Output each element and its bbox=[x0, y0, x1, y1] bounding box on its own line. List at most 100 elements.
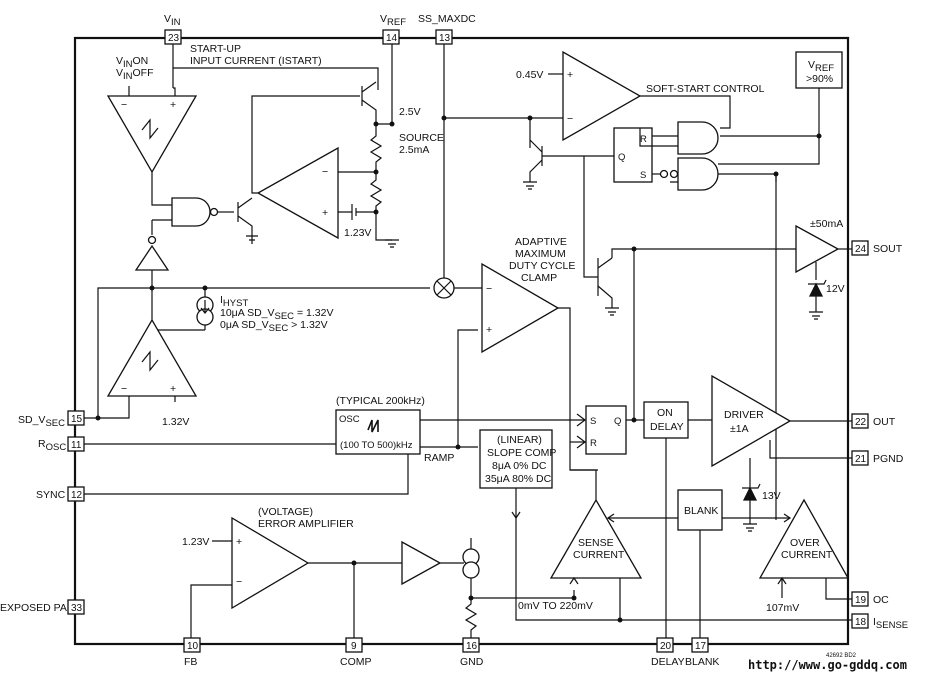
pin-vin: VIN 23 bbox=[164, 13, 182, 45]
startup-nand-gate bbox=[171, 197, 219, 227]
startup-label: START-UP INPUT CURRENT (ISTART) bbox=[190, 43, 322, 67]
pin-oc: 19 OC bbox=[851, 591, 889, 607]
svg-text:−: − bbox=[236, 576, 242, 588]
startup-switch-transistor bbox=[237, 197, 258, 244]
svg-text:Q: Q bbox=[614, 416, 621, 427]
ref-123v-label: 1.23V bbox=[344, 227, 371, 239]
multiplier-node bbox=[433, 277, 455, 299]
pin-delay: 20 DELAY bbox=[651, 637, 685, 668]
svg-text:15: 15 bbox=[71, 414, 83, 425]
uvlo-buffer bbox=[134, 244, 170, 271]
pin-sd-vsec: SD_VSEC 15 bbox=[18, 410, 85, 429]
svg-text:23: 23 bbox=[168, 33, 180, 44]
shutdown-comparator: − + bbox=[106, 318, 198, 397]
svg-text:R: R bbox=[590, 438, 597, 449]
pin-gnd: 16 GND bbox=[460, 637, 484, 668]
chip-outline bbox=[73, 36, 850, 646]
svg-text:CURRENT: CURRENT bbox=[573, 549, 625, 561]
svg-text:ADAPTIVE: ADAPTIVE bbox=[515, 236, 567, 248]
pin-blank: 17 BLANK bbox=[685, 637, 719, 668]
sout-buffer bbox=[795, 224, 840, 274]
maxdc-transistor bbox=[583, 178, 634, 316]
svg-text:2.5mA: 2.5mA bbox=[399, 144, 429, 156]
svg-text:11: 11 bbox=[71, 440, 82, 451]
vin-on-off-label: VINON VINOFF bbox=[116, 55, 154, 82]
pin-rosc: ROSC 11 bbox=[38, 436, 85, 453]
svg-text:INPUT CURRENT (ISTART): INPUT CURRENT (ISTART) bbox=[190, 55, 322, 67]
svg-text:Q: Q bbox=[618, 152, 625, 163]
svg-text:SENSE: SENSE bbox=[578, 537, 614, 549]
svg-text:−: − bbox=[567, 113, 573, 125]
sense-range-label: 0mV TO 220mV bbox=[518, 600, 593, 612]
adaptive-clamp-amp: − + bbox=[481, 262, 560, 354]
softstart-comparator: + − bbox=[562, 50, 642, 142]
ss-045v-label: 0.45V bbox=[516, 69, 543, 81]
svg-text:−: − bbox=[322, 166, 328, 178]
svg-text:35μA 80% DC: 35μA 80% DC bbox=[485, 473, 552, 485]
over-current-comparator: OVER CURRENT bbox=[758, 498, 850, 579]
svg-text:ERROR AMPLIFIER: ERROR AMPLIFIER bbox=[258, 518, 354, 530]
svg-text:COMP: COMP bbox=[340, 656, 372, 668]
pin-sout: 24 SOUT bbox=[851, 240, 903, 256]
svg-text:VINON: VINON bbox=[116, 55, 148, 70]
ihyst-label: IHYST 10μA SD_VSEC = 1.32V 0μA SD_VSEC >… bbox=[220, 294, 333, 334]
divider-resistor-bottom bbox=[369, 172, 383, 212]
svg-text:−: − bbox=[121, 383, 127, 395]
svg-text:9: 9 bbox=[351, 641, 357, 652]
svg-text:DRIVER: DRIVER bbox=[724, 409, 764, 421]
zener-13v-label: 13V bbox=[762, 490, 781, 502]
svg-text:OSC: OSC bbox=[339, 414, 360, 425]
oscillator-block: OSC (100 TO 500)kHz bbox=[335, 409, 421, 455]
svg-text:GND: GND bbox=[460, 656, 484, 668]
svg-text:BLANK: BLANK bbox=[684, 505, 718, 517]
blank-box: BLANK bbox=[677, 489, 723, 531]
svg-text:ROSC: ROSC bbox=[38, 438, 66, 453]
driver-amp: DRIVER ±1A bbox=[711, 374, 792, 468]
svg-text:0μA SD_VSEC > 1.32V: 0μA SD_VSEC > 1.32V bbox=[220, 319, 328, 334]
svg-text:+: + bbox=[236, 536, 242, 548]
ss-discharge-transistor bbox=[523, 118, 614, 190]
svg-text:20: 20 bbox=[660, 641, 672, 652]
pin-exposed-pad: EXPOSED PAD 33 bbox=[0, 599, 85, 615]
vref90-box: VREF >90% bbox=[795, 51, 843, 89]
zener-12v-label: 12V bbox=[826, 283, 845, 295]
svg-text:>90%: >90% bbox=[806, 73, 833, 85]
svg-text:OUT: OUT bbox=[873, 416, 896, 428]
pin-comp: 9 COMP bbox=[340, 637, 372, 668]
svg-text:EXPOSED PAD: EXPOSED PAD bbox=[0, 602, 75, 614]
svg-text:19: 19 bbox=[855, 595, 867, 606]
sout-50ma-label: ±50mA bbox=[810, 218, 843, 230]
osc-typical-label: (TYPICAL 200kHz) bbox=[336, 395, 425, 407]
ss-and-gate-top bbox=[677, 121, 719, 155]
svg-text:DELAY: DELAY bbox=[651, 656, 685, 668]
svg-text:R: R bbox=[640, 134, 647, 145]
softstart-label: SOFT-START CONTROL bbox=[646, 83, 765, 95]
svg-text:VINOFF: VINOFF bbox=[116, 67, 154, 82]
ea-123v-label: 1.23V bbox=[182, 536, 209, 548]
svg-text:+: + bbox=[170, 383, 176, 395]
slope-comp-box: (LINEAR) SLOPE COMP 8μA 0% DC 35μA 80% D… bbox=[479, 429, 556, 489]
diagram-code: 42692 BD2 bbox=[826, 653, 857, 659]
pin-ss-maxdc: SS_MAXDC 13 bbox=[418, 13, 476, 45]
svg-text:13: 13 bbox=[439, 33, 451, 44]
error-amp-label: (VOLTAGE) ERROR AMPLIFIER bbox=[258, 506, 354, 530]
svg-text:OC: OC bbox=[873, 594, 889, 606]
ihyst-current-source bbox=[196, 296, 214, 326]
svg-text:BLANK: BLANK bbox=[685, 656, 719, 668]
pin-isense: 18 ISENSE bbox=[851, 613, 908, 631]
ea-buffer bbox=[401, 540, 442, 586]
svg-text:S: S bbox=[640, 170, 646, 181]
svg-text:2.5V: 2.5V bbox=[399, 106, 421, 118]
softstart-flipflop: R Q S bbox=[613, 127, 653, 183]
svg-text:16: 16 bbox=[466, 641, 478, 652]
svg-text:SLOPE COMP: SLOPE COMP bbox=[487, 447, 556, 459]
svg-text:+: + bbox=[486, 324, 492, 336]
svg-text:−: − bbox=[486, 283, 492, 295]
svg-text:IHYST: IHYST bbox=[220, 294, 248, 309]
oc-107mv-label: 107mV bbox=[766, 602, 799, 614]
svg-text:(100 TO 500)kHz: (100 TO 500)kHz bbox=[340, 440, 413, 451]
svg-text:ON: ON bbox=[657, 407, 673, 419]
vref-source-label: 2.5V SOURCE 2.5mA bbox=[399, 106, 444, 156]
svg-text:33: 33 bbox=[71, 603, 83, 614]
